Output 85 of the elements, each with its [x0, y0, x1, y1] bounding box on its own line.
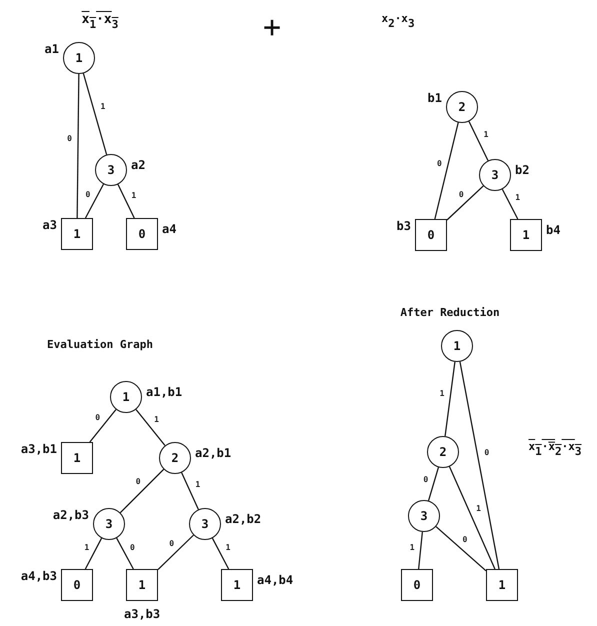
edge-label: 0 — [461, 534, 468, 544]
edge-label: 0 — [168, 539, 176, 548]
edge-label: 1 — [153, 415, 160, 424]
edge-line — [444, 362, 456, 436]
edge-line — [158, 534, 194, 570]
edge-line — [84, 538, 102, 570]
variable-node: 2 — [446, 91, 478, 123]
edge-line — [84, 184, 104, 218]
node-label: a4,b4 — [257, 573, 294, 587]
edge-label: 0 — [129, 542, 136, 552]
variable-node: 3 — [189, 508, 221, 540]
edge-line — [448, 466, 496, 570]
edge-line — [502, 188, 518, 220]
graph-title: After Reduction — [400, 306, 500, 319]
variable-node: 1 — [63, 42, 95, 74]
edge-label: 1 — [475, 504, 482, 514]
variable-node: 2 — [427, 436, 459, 468]
node-label: a2,b3 — [52, 508, 89, 522]
edge-line — [76, 74, 80, 218]
node-label: a3 — [42, 218, 57, 232]
edge-label: 1 — [438, 389, 446, 398]
node-label: a4,b3 — [20, 569, 57, 583]
node-label: a2,b2 — [225, 512, 262, 526]
boolean-expression: x$_{1}$·x$_{3}$ — [82, 12, 118, 31]
edge-line — [136, 409, 166, 446]
variable-node: 1 — [441, 330, 473, 362]
edge-label: 1 — [194, 480, 202, 490]
terminal-node: 1 — [61, 218, 93, 250]
node-label: a2 — [131, 158, 146, 172]
edge-line — [181, 472, 199, 510]
node-label: b2 — [515, 163, 530, 177]
node-label: a1 — [44, 42, 59, 56]
terminal-node: 0 — [415, 219, 447, 251]
variable-node: 1 — [110, 381, 142, 413]
graph-title: Evaluation Graph — [47, 338, 153, 351]
edge-line — [434, 122, 459, 220]
edge-line — [89, 409, 116, 442]
edge-line — [418, 532, 423, 570]
edge-line — [468, 121, 489, 161]
edge-label: 0 — [458, 190, 465, 199]
terminal-node: 0 — [61, 569, 93, 601]
variable-node: 2 — [159, 442, 191, 474]
node-label: a3,b3 — [124, 607, 160, 621]
terminal-node: 0 — [401, 569, 433, 601]
variable-node: 3 — [93, 508, 125, 540]
edge-label: 0 — [483, 448, 490, 458]
edge-label: 0 — [94, 413, 102, 422]
edge-label: 0 — [66, 134, 73, 143]
edge-label: 1 — [482, 130, 490, 140]
edge-line — [82, 73, 108, 155]
edge-line — [120, 468, 164, 514]
node-label: a3,b1 — [20, 442, 57, 456]
node-label: a4 — [162, 222, 176, 236]
plus-sign: + — [262, 10, 282, 45]
edge-line — [116, 538, 134, 570]
edge-line — [212, 538, 230, 570]
edge-line — [428, 467, 440, 501]
edge-label: 1 — [130, 190, 138, 200]
terminal-node: 1 — [126, 569, 158, 601]
variable-node: 3 — [408, 500, 440, 532]
edge-line — [436, 526, 486, 572]
edge-label: 1 — [514, 193, 522, 202]
edge-line — [459, 362, 500, 570]
edge-label: 1 — [408, 542, 416, 552]
edge-label: 0 — [84, 190, 92, 200]
edge-line — [117, 184, 135, 218]
terminal-node: 1 — [510, 219, 542, 251]
variable-node: 3 — [479, 159, 511, 191]
node-label: b3 — [396, 219, 411, 233]
terminal-node: 0 — [126, 218, 158, 250]
terminal-node: 1 — [61, 442, 93, 474]
variable-node: 3 — [95, 154, 127, 186]
edge-label: 1 — [83, 542, 90, 552]
node-label: b1 — [428, 91, 442, 105]
edge-label: 0 — [134, 477, 142, 486]
terminal-node: 1 — [486, 569, 518, 601]
edge-label: 1 — [99, 102, 106, 112]
edge-label: 0 — [422, 474, 430, 484]
edge-label: 0 — [436, 158, 443, 168]
terminal-node: 1 — [221, 569, 253, 601]
edge-label: 1 — [224, 542, 232, 552]
edge-line — [446, 186, 484, 220]
node-label: a1,b1 — [146, 385, 182, 399]
node-label: b4 — [546, 223, 560, 237]
node-label: a2,b1 — [195, 446, 232, 460]
